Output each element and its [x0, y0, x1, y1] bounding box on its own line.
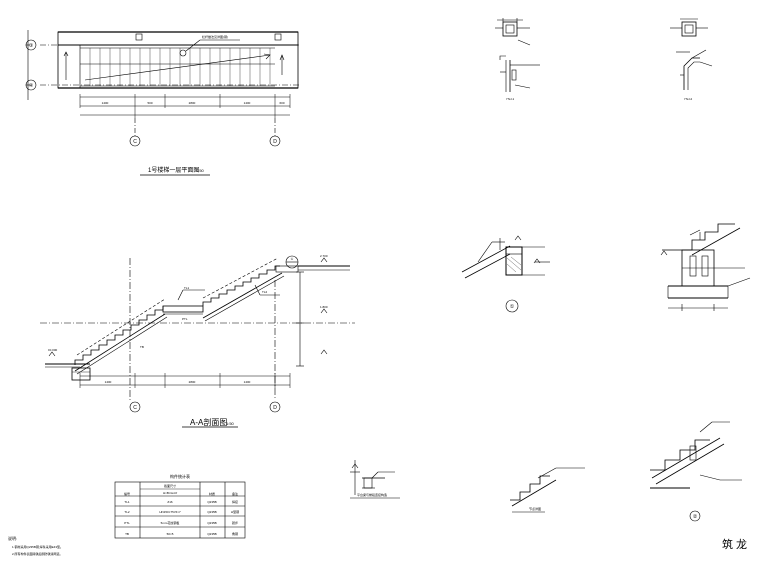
- table-cell: TB: [125, 532, 129, 536]
- plan-dim-1: 1400: [102, 101, 109, 105]
- detail-1-bubble: [505, 299, 519, 313]
- section-label-tl1: TL1: [184, 286, 190, 290]
- node-detail-support: [660, 223, 751, 311]
- axis-bubble-4: [25, 79, 37, 91]
- table-header-id: 编号: [124, 491, 130, 496]
- detail-2-bubble: [689, 510, 701, 522]
- plan-dim-5: 600: [279, 101, 284, 105]
- axis-label-row-b: ④: [29, 83, 34, 89]
- node-beam-caption: 平台梁与梯段连接构造: [357, 492, 387, 497]
- table-cell: Q235B: [207, 510, 216, 514]
- section-level-2: 1.800: [320, 305, 328, 309]
- notes-line-2: 2.所有构件表面除锈后刷防锈漆两道。: [12, 551, 63, 556]
- node-platform-beam: [350, 460, 400, 499]
- axis-bubble-d: [269, 135, 281, 147]
- section-level-1: ±0.000: [48, 348, 57, 352]
- plan-dim-4: 1400: [244, 101, 251, 105]
- section-level-3: 2.700: [320, 254, 328, 258]
- plan-dim-2: 500: [147, 101, 152, 105]
- node-stair-bottom: [650, 421, 742, 522]
- table-cell: 角钢: [232, 531, 238, 536]
- node-mid1-ref: ①: [510, 304, 515, 310]
- drawing-text: ③ ④ C D 栏杆做法见详图(钢) 1400 500 2800 1400 60…: [8, 34, 747, 556]
- table-cell: Q235B: [207, 521, 216, 525]
- table-cell: TL1: [124, 500, 130, 504]
- section-dim-2: 2800: [189, 380, 196, 384]
- stair-plan: [25, 30, 300, 176]
- section-axis-d: D: [273, 405, 277, 411]
- table-cell: 5mm花纹钢板: [161, 520, 180, 525]
- table-cell: Q235B: [207, 532, 216, 536]
- axis-label-row-a: ③: [29, 43, 34, 49]
- table-title: 构件统计表: [170, 473, 190, 479]
- table-header-section: 截面尺寸: [164, 483, 176, 488]
- section-scale: 1:50: [226, 421, 235, 426]
- node-ynj2-caption: YNJ-2: [684, 97, 693, 101]
- section-axis-bubble-d: [269, 401, 281, 413]
- plan-title: 1号楼梯一层平面图: [148, 166, 199, 174]
- table-cell: H型钢: [231, 509, 239, 514]
- watermark: 筑 龙: [722, 537, 747, 551]
- section-label-tl2: TL2: [262, 290, 268, 294]
- axis-bubble-c: [129, 135, 141, 147]
- table-cell: HN150×75×5×7: [159, 510, 181, 514]
- plan-scale: 1:50: [196, 168, 205, 173]
- node-bottom-ref: ②: [693, 514, 698, 520]
- section-detail-ref: ①: [291, 257, 294, 261]
- axis-bubble-3: [25, 39, 37, 51]
- plan-dim-3: 2800: [189, 101, 196, 105]
- node-detail-1: [461, 235, 550, 313]
- table-cell: 焊接: [232, 499, 238, 504]
- section-dim-1: 1400: [105, 380, 112, 384]
- notes-line-1: 1.钢材采用Q235B钢,焊条采用E43型。: [12, 544, 63, 549]
- table-cell: 踏步: [232, 520, 238, 525]
- member-table: [114, 481, 246, 539]
- node-tread-caption: 节点详图: [529, 506, 541, 511]
- table-header-remark: 备注: [232, 491, 238, 496]
- table-header-material: 材质: [209, 491, 215, 496]
- section-axis-c: C: [133, 405, 137, 411]
- node-ynj-2: [670, 18, 713, 90]
- table-cell: 50×5: [167, 532, 174, 536]
- section-dim-3: 1400: [244, 380, 251, 384]
- section-label-tb: TB: [140, 345, 144, 349]
- table-cell: TL2: [124, 510, 130, 514]
- section-title: A-A剖面图: [190, 417, 227, 427]
- notes-heading: 说明:: [8, 535, 17, 541]
- node-ynj-1: [495, 18, 540, 92]
- plan-note: 栏杆做法见详图(钢): [202, 34, 228, 39]
- table-cell: PTL: [124, 521, 130, 525]
- section-label-ptl: PTL: [182, 317, 188, 321]
- table-subheader: H×B×tw×tf: [163, 491, 177, 495]
- stair-section: [40, 255, 355, 428]
- section-axis-bubble-c: [129, 401, 141, 413]
- node-ynj1-caption: YNJ-1: [506, 97, 515, 101]
- axis-label-col-c: C: [133, 139, 137, 145]
- node-tread: [510, 467, 585, 513]
- table-cell: Z16: [167, 500, 173, 504]
- table-cell: Q235B: [207, 500, 216, 504]
- axis-label-col-d: D: [273, 139, 277, 145]
